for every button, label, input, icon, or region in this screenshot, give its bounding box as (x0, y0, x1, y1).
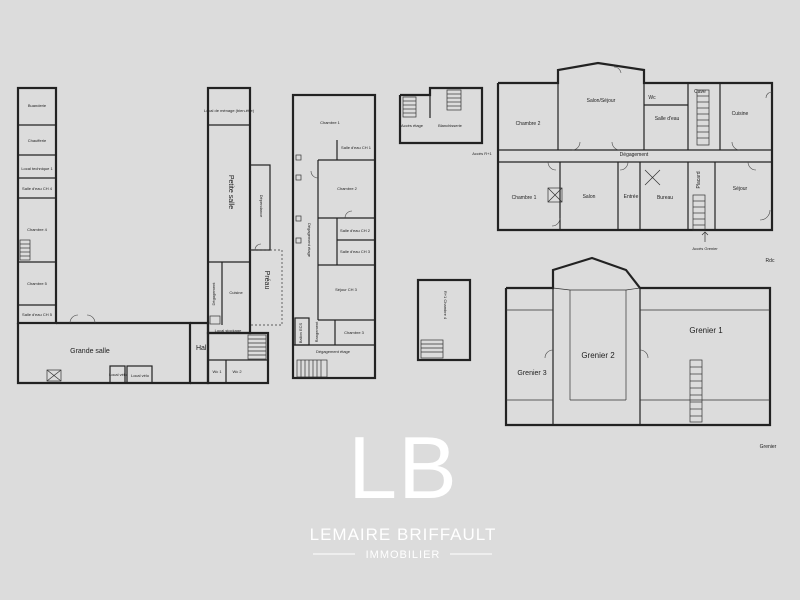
plan-rdc: Chambre 2 Salon/Séjour Wc Cave Salle d'e… (496, 61, 775, 264)
room-etage-chambre-2: Chambre 2 (337, 186, 358, 191)
grenier-1: Grenier 1 (689, 326, 723, 335)
room-etage-salle-eau-ch1: Salle d'eau CH 1 (341, 145, 372, 150)
acces-etage-label: Accès étage (401, 123, 424, 128)
room-etage-ballon-ecs: Ballon ECS (298, 322, 303, 343)
grenier-2: Grenier 2 (581, 351, 615, 360)
room-preau: Préau (263, 271, 270, 290)
brand-name: LEMAIRE BRIFFAULT (310, 525, 497, 544)
room-etage-degagement: Dégagement étage (307, 223, 312, 258)
room-local-technique: Local technique 1 (21, 166, 53, 171)
acces-r1-label: Accès R+1 (472, 151, 492, 156)
room-degagement: Dégagement (211, 282, 216, 306)
rdc-wc: Wc (648, 95, 656, 101)
rdc-chambre-2: Chambre 2 (516, 121, 541, 127)
plan-small-mid: R+1 Chambre 4 (416, 278, 472, 362)
room-chaufferie: Chaufferie (28, 138, 47, 143)
room-wc2: Wc 2 (232, 369, 242, 374)
room-etage-chambre-3: Chambre 3 (344, 330, 365, 335)
rdc-bureau: Bureau (657, 195, 673, 201)
plan-grenier: Grenier 1 Grenier 2 Grenier 3 Grenier (504, 256, 777, 450)
room-etage-salle-eau-ch2: Salle d'eau CH 2 (340, 228, 371, 233)
grenier-3: Grenier 3 (517, 370, 546, 377)
plan-ground-left: Buanderie Chaufferie Local technique 1 S… (16, 86, 283, 385)
room-salle-eau-ch5: Salle d'eau CH 5 (22, 312, 53, 317)
grenier-level-label: Grenier (760, 444, 777, 450)
rdc-chambre-1: Chambre 1 (512, 195, 537, 201)
room-etage-chambre-1: Chambre 1 (320, 120, 341, 125)
room-local-stockage: Local stockage (215, 328, 242, 333)
rdc-degagement: Dégagement (620, 152, 649, 158)
room-hall: Hall (196, 345, 209, 352)
plan-etage: Chambre 1 Salle d'eau CH 1 Chambre 2 Dég… (291, 93, 377, 380)
room-chambre-5: Chambre 5 (27, 281, 48, 286)
room-grande-salle: Grande salle (70, 348, 110, 355)
room-etage-sejour-ch3: Séjour CH 3 (335, 287, 358, 292)
room-cuisine: Cuisine (229, 290, 243, 295)
room-dependance: Dépendance (259, 195, 264, 218)
rdc-sejour: Séjour (733, 186, 748, 192)
rdc-entree: Entrée (624, 194, 639, 200)
room-etage-salle-eau-ch3: Salle d'eau CH 3 (340, 249, 371, 254)
room-local-menage: Local de ménage (bien-être) (204, 108, 255, 113)
room-etage-degagement-2: Dégagement étage (316, 349, 351, 354)
rdc-cuisine: Cuisine (732, 111, 749, 117)
rdc-salon: Salon (583, 194, 596, 200)
room-petite-salle: Petite salle (227, 175, 234, 209)
room-wc1: Wc 1 (212, 369, 222, 374)
room-salle-eau-ch4: Salle d'eau CH 4 (22, 186, 53, 191)
brand-logo: LB LEMAIRE BRIFFAULT IMMOBILIER (310, 420, 497, 561)
plan-small-top: Accès étage Blanchisserie Accès R+1 (398, 86, 493, 156)
room-blanchisserie: Blanchisserie (438, 123, 463, 128)
room-local-velo-2: Local vélo (131, 373, 150, 378)
rdc-cave: Cave (694, 89, 706, 95)
room-local-velo: Local vélo (109, 372, 128, 377)
rdc-level-label: Rdc (766, 258, 775, 264)
room-chambre-4: Chambre 4 (27, 227, 48, 232)
rdc-acces-grenier: Accès Grenier (692, 246, 718, 251)
room-etage-rangement: Rangement (314, 321, 319, 343)
brand-monogram: LB (348, 420, 458, 517)
rdc-placard: Placard (696, 171, 702, 188)
brand-subtitle: IMMOBILIER (366, 549, 441, 561)
room-buanderie: Buanderie (28, 103, 47, 108)
rdc-salle-eau: Salle d'eau (655, 116, 680, 122)
rdc-salon-sejour: Salon/Séjour (587, 98, 616, 104)
room-combles: R+1 Chambre 4 (443, 291, 448, 320)
